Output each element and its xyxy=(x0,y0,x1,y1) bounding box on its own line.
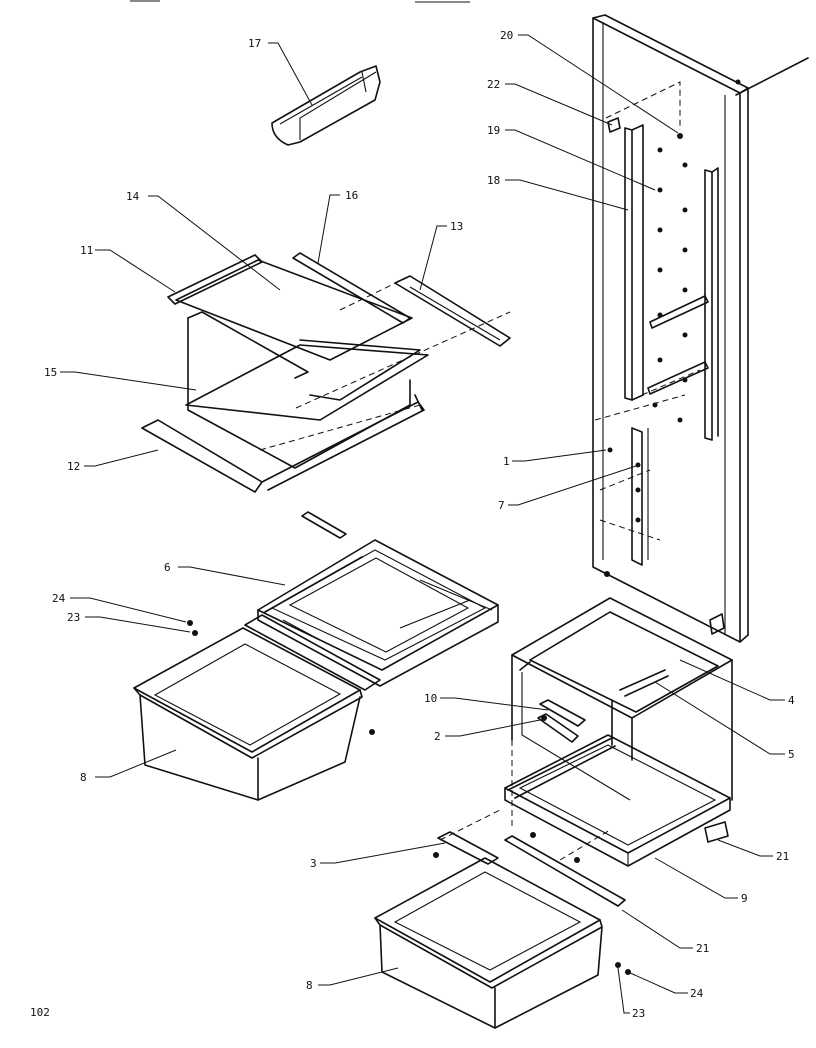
part-3-rail xyxy=(437,831,499,865)
leader-lines xyxy=(60,34,785,1014)
callout-13: 13 xyxy=(450,220,463,233)
right-crisper-housing xyxy=(511,597,733,830)
top-edge-marks xyxy=(130,0,470,3)
callout-12: 12 xyxy=(67,460,80,473)
part-12-frame xyxy=(141,419,263,493)
callout-8-right: 8 xyxy=(306,979,313,992)
callout-21-upper: 21 xyxy=(776,850,789,863)
cabinet-side-wall xyxy=(592,14,809,643)
callout-7: 7 xyxy=(498,499,505,512)
callout-11: 11 xyxy=(80,244,93,257)
callout-16: 16 xyxy=(345,189,358,202)
figure-id: 102 xyxy=(30,1006,50,1019)
callout-4: 4 xyxy=(788,694,795,707)
callout-22: 22 xyxy=(487,78,500,91)
loose-strip xyxy=(301,511,347,539)
screws xyxy=(187,620,631,975)
upper-shelf-assembly xyxy=(141,252,511,493)
part-8-drawer-right xyxy=(374,857,603,1029)
callout-18: 18 xyxy=(487,174,500,187)
callout-24-right: 24 xyxy=(690,987,704,1000)
part-9-crisper-cover xyxy=(504,734,731,867)
callout-3: 3 xyxy=(310,857,317,870)
callout-15: 15 xyxy=(44,366,57,379)
part-8-drawer-left xyxy=(133,614,381,801)
callout-17: 17 xyxy=(248,37,261,50)
callout-2: 2 xyxy=(434,730,441,743)
callout-9: 9 xyxy=(741,892,748,905)
callout-23-left: 23 xyxy=(67,611,80,624)
callout-labels: 17 14 16 13 11 15 12 6 24 23 8 20 22 19 … xyxy=(30,29,795,1020)
part-14-glass xyxy=(175,259,413,361)
callout-14: 14 xyxy=(126,190,140,203)
callout-10: 10 xyxy=(424,692,437,705)
callout-6: 6 xyxy=(164,561,171,574)
callout-20: 20 xyxy=(500,29,513,42)
part-16-trim xyxy=(292,252,411,324)
callout-19: 19 xyxy=(487,124,500,137)
part-17-door-bin xyxy=(271,65,381,146)
callout-24-left: 24 xyxy=(52,592,66,605)
part-6-crisper-cover xyxy=(257,539,499,687)
callout-23-right: 23 xyxy=(632,1007,645,1020)
part-15-glass xyxy=(185,344,429,421)
callout-21-lower: 21 xyxy=(696,942,709,955)
part-21-rail xyxy=(504,835,626,907)
right-slide-rails xyxy=(433,809,626,907)
callout-8-left: 8 xyxy=(80,771,87,784)
callout-5: 5 xyxy=(788,748,795,761)
callout-1: 1 xyxy=(503,455,510,468)
